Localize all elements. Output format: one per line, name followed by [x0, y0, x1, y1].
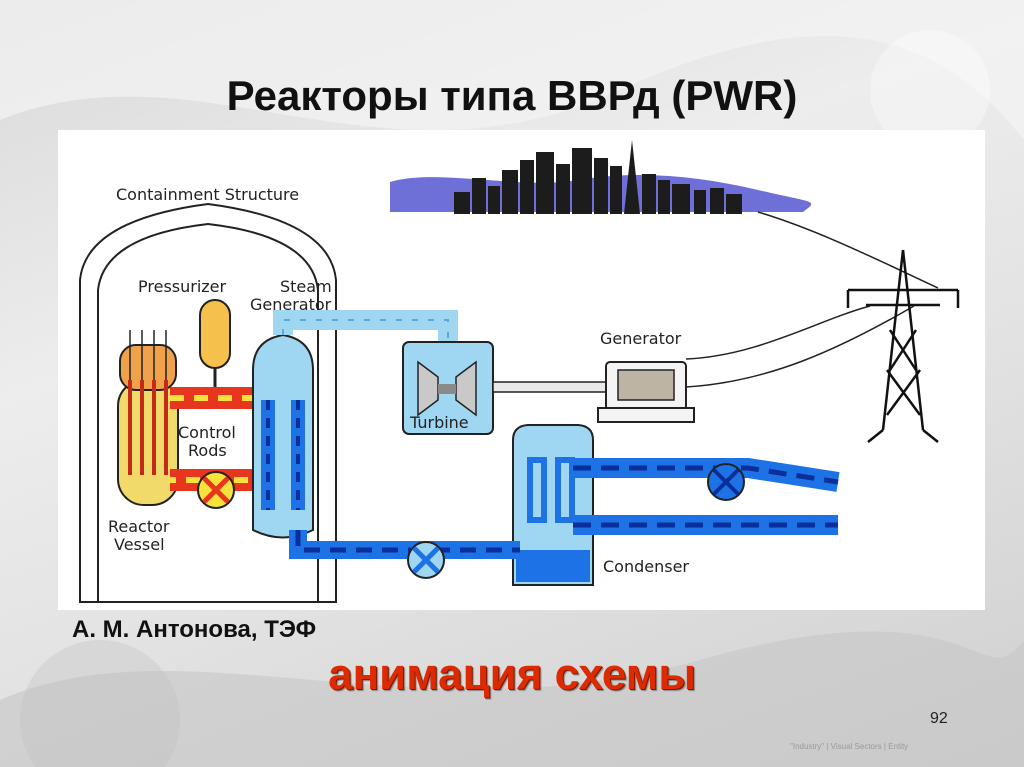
label-control-rods-2: Rods	[188, 441, 227, 460]
city-skyline	[390, 140, 812, 214]
label-pressurizer: Pressurizer	[138, 277, 227, 296]
label-generator: Generator	[600, 329, 682, 348]
label-reactor-vessel-2: Vessel	[114, 535, 165, 554]
label-containment: Containment Structure	[116, 185, 299, 204]
label-steam-generator-2: Generator	[250, 295, 332, 314]
turbine	[402, 341, 494, 435]
pwr-diagram: Containment Structure Pressurizer Steam …	[58, 130, 985, 610]
author-line: А. М. Антонова, ТЭФ	[72, 616, 317, 643]
cooling-water-loop	[573, 458, 840, 535]
label-control-rods-1: Control	[178, 423, 236, 442]
steam-line	[273, 310, 458, 345]
condenser	[512, 424, 594, 586]
steam-generator	[252, 333, 314, 539]
reactor-coolant-pump	[197, 471, 235, 509]
animation-link[interactable]: анимация схемы	[328, 650, 696, 699]
containment-structure	[79, 202, 337, 603]
generator	[597, 361, 695, 423]
label-turbine: Turbine	[409, 413, 469, 432]
footer-caption: "Industry" | Visual Sectors | Entity	[790, 742, 909, 751]
feedwater-line	[289, 530, 520, 579]
pressurizer	[199, 299, 231, 388]
label-steam-generator-1: Steam	[280, 277, 332, 296]
pwr-schematic: Containment Structure Pressurizer Steam …	[79, 140, 960, 603]
slide-title: Реакторы типа ВВРд (PWR)	[226, 72, 798, 119]
page-number: 92	[930, 710, 948, 727]
reactor-vessel	[117, 330, 179, 506]
transmission-tower	[846, 249, 960, 443]
label-reactor-vessel-1: Reactor	[108, 517, 170, 536]
label-condenser: Condenser	[603, 557, 689, 576]
